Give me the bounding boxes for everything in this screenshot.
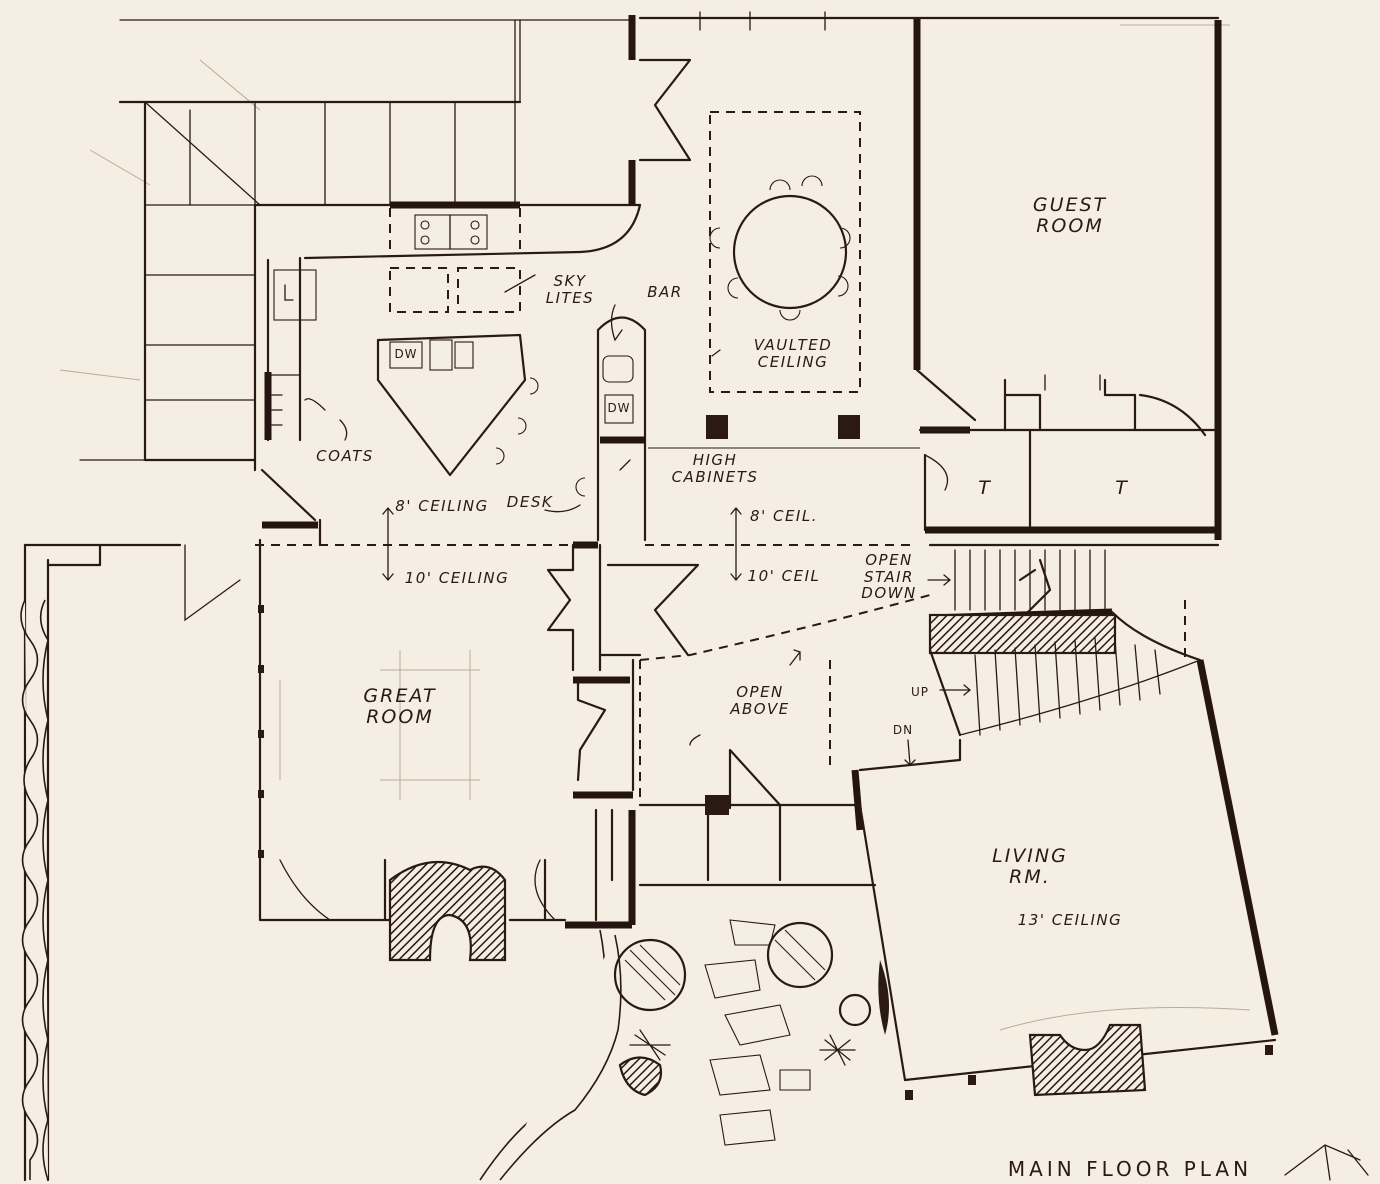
coats-label: COATS [316, 447, 374, 465]
ceiling-8-left-label: 8' CEILING [395, 497, 489, 515]
great-room-label: GREAT ROOM [363, 685, 437, 728]
open-above-label: OPEN ABOVE [730, 683, 790, 718]
bar-label: BAR [647, 283, 683, 301]
guest-bath [915, 368, 1220, 534]
island-dw-label: DW [394, 347, 418, 361]
desk-label: DESK [506, 493, 554, 511]
ceil-10-right-label: 10' CEIL [747, 567, 821, 585]
toilet-2-label: T [1115, 477, 1129, 499]
toilet-1-label: T [978, 477, 992, 499]
ceiling-10-left-label: 10' CEILING [404, 569, 510, 587]
construction-lines [59, 24, 1251, 1031]
open-stair-down-label: OPEN STAIR DOWN [861, 551, 917, 602]
ceil-8-right-label: 8' CEIL. [750, 507, 818, 525]
open-above-hall [546, 541, 931, 929]
vaulted-ceiling-label: VAULTED CEILING [753, 336, 833, 371]
upper-deck-grid [79, 19, 631, 462]
stair-dn-label: DN [892, 723, 914, 737]
living-room [858, 659, 1279, 1100]
sky-lites-label: SKY LITES [545, 272, 595, 307]
kitchen [253, 201, 642, 477]
stone-wall [20, 599, 622, 1181]
stair-up-label: UP [910, 685, 930, 699]
bar-counter [575, 304, 920, 542]
plan-title: MAIN FLOOR PLAN [1007, 1157, 1253, 1181]
high-cabinets-label: HIGH CABINETS [671, 451, 759, 486]
dining-area [706, 111, 861, 439]
entry-corridor [628, 11, 1222, 540]
stairs [858, 543, 1220, 772]
landscape [613, 919, 889, 1146]
living-room-label: LIVING RM. [992, 845, 1068, 888]
living-ceiling-label: 13' CEILING [1017, 911, 1123, 929]
north-arrow-icon [1284, 1144, 1369, 1181]
bar-dw-label: DW [607, 401, 631, 415]
guest-room-label: GUEST ROOM [1032, 194, 1108, 237]
ceiling-breaks [255, 504, 910, 582]
